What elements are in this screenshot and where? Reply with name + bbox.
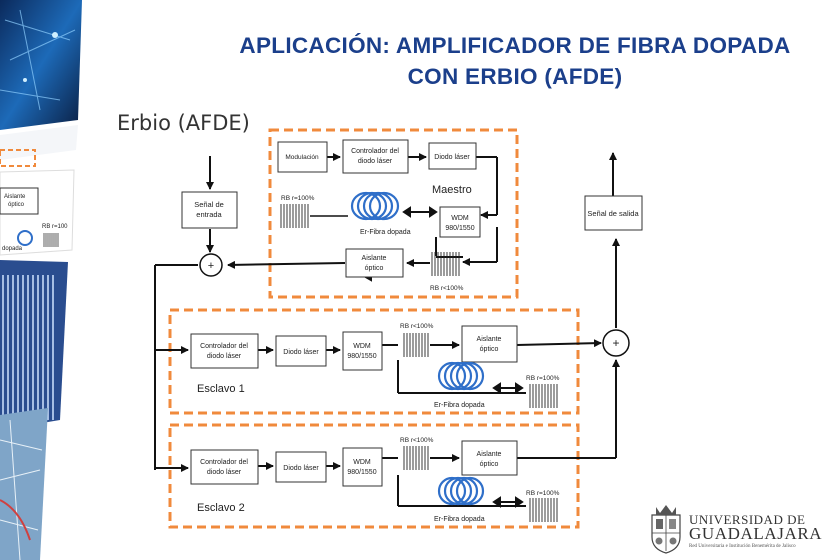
slave2-controller-box	[190, 449, 259, 485]
master-rb-top-grating	[280, 204, 309, 228]
slave1-controller-label-1: Controlador del	[200, 343, 248, 350]
output-signal-label: Señal de salida	[587, 209, 639, 218]
strip-label-doped: dopada	[2, 246, 23, 252]
slave2-isolator-label-1: Aislante	[477, 451, 502, 458]
slave1-isolator-box	[461, 325, 518, 363]
slave1-wdm-label-2: 980/1550	[347, 353, 376, 360]
master-isolator-box	[345, 248, 404, 278]
slave1-rb-low-label: RB r<100%	[400, 323, 434, 330]
master-wdm-box	[439, 206, 481, 238]
slave1-name-label: Esclavo 1	[197, 383, 245, 395]
output-signal-box	[584, 195, 643, 231]
slave1-rb-low-grating	[403, 333, 429, 357]
slave2-laser-diode-label: Diodo láser	[283, 465, 319, 472]
strip-label-isolator: Aislante	[4, 194, 26, 200]
slide-title: APLICACIÓN: AMPLIFICADOR DE FIBRA DOPADA…	[170, 30, 840, 92]
master-fiber-coil	[350, 191, 400, 221]
slave2-group-border	[168, 423, 580, 529]
master-isolator-label-2: óptico	[365, 265, 384, 272]
slave1-group-border	[168, 308, 580, 415]
slave2-laser-diode-box	[275, 451, 327, 483]
slave2-rb-low-grating	[403, 446, 429, 470]
university-logo: UNIVERSIDAD DE GUADALAJARA Red Universit…	[648, 503, 828, 555]
slave2-rb-high-grating	[529, 498, 558, 522]
logo-line2: GUADALAJARA	[689, 524, 823, 543]
input-signal-label-2: entrada	[196, 210, 222, 219]
slave1-fiber-coil	[437, 361, 485, 391]
slide-title-line1: APLICACIÓN: AMPLIFICADOR DE FIBRA DOPADA	[239, 33, 791, 58]
logo-line1: UNIVERSIDAD DE	[689, 512, 806, 527]
strip-label-rb: RB r=100	[42, 224, 68, 230]
slave1-rb-high-grating	[529, 384, 558, 408]
master-rb-bottom-grating	[431, 252, 460, 276]
slave2-wdm-label-1: WDM	[353, 459, 371, 466]
slave2-rb-high-label: RB r=100%	[526, 490, 560, 497]
diagram-heading: Erbio (AFDE)	[117, 111, 250, 135]
master-rb-top-label: RB r=100%	[281, 195, 315, 202]
coat-of-arms-icon	[651, 505, 681, 554]
slide-title-line2: CON ERBIO (AFDE)	[407, 64, 623, 89]
slave2-wdm-box	[342, 447, 383, 487]
slave1-controller-label-2: diodo láser	[207, 353, 242, 360]
master-modulation-box	[277, 141, 328, 173]
master-wdm-label-2: 980/1550	[445, 225, 474, 232]
master-name-label: Maestro	[432, 184, 472, 196]
slave1-wdm-box	[342, 331, 383, 371]
master-isolator-label-1: Aislante	[362, 255, 387, 262]
input-sum-symbol: +	[208, 260, 214, 272]
input-sum-junction	[199, 253, 223, 277]
slave1-fiber-label: Er-Fibra dopada	[434, 402, 485, 409]
master-laser-diode-label: Diodo láser	[434, 154, 470, 161]
slave2-rb-low-label: RB r<100%	[400, 437, 434, 444]
input-signal-box	[181, 191, 238, 229]
slave1-laser-diode-label: Diodo láser	[283, 349, 319, 356]
master-modulation-label: Modulación	[285, 154, 319, 161]
slave2-fiber-coil	[437, 476, 485, 506]
logo-line3: Red Universitaria e Institución Beneméri…	[689, 544, 796, 549]
input-signal-label-1: Señal de	[194, 200, 224, 209]
output-sum-junction	[602, 329, 630, 357]
slave2-wdm-label-2: 980/1550	[347, 469, 376, 476]
slave1-rb-high-label: RB r=100%	[526, 375, 560, 382]
master-fiber-label: Er-Fibra dopada	[360, 229, 411, 236]
slave2-controller-label-1: Controlador del	[200, 459, 248, 466]
output-sum-symbol: +	[612, 336, 619, 350]
slave1-wdm-label-1: WDM	[353, 343, 371, 350]
slave2-controller-label-2: diodo láser	[207, 469, 242, 476]
master-wdm-label-1: WDM	[451, 215, 469, 222]
master-controller-label-2: diodo láser	[358, 158, 393, 165]
master-rb-bottom-label: RB r<100%	[430, 285, 464, 292]
slave2-fiber-label: Er-Fibra dopada	[434, 516, 485, 523]
slave1-controller-box	[190, 333, 259, 369]
master-controller-label-1: Controlador del	[351, 148, 399, 155]
master-group-border	[268, 128, 519, 299]
master-laser-diode-box	[428, 142, 477, 170]
strip-label-optical: óptico	[8, 202, 25, 208]
slave1-isolator-label-1: Aislante	[477, 336, 502, 343]
master-controller-box	[342, 139, 409, 174]
slave1-isolator-label-2: óptico	[480, 346, 499, 353]
slave1-laser-diode-box	[275, 335, 327, 367]
left-decorative-strip: Aislante óptico RB r=100 dopada	[0, 0, 95, 560]
slave2-isolator-box	[461, 440, 518, 476]
slave2-isolator-label-2: óptico	[480, 461, 499, 468]
slave2-name-label: Esclavo 2	[197, 502, 245, 514]
